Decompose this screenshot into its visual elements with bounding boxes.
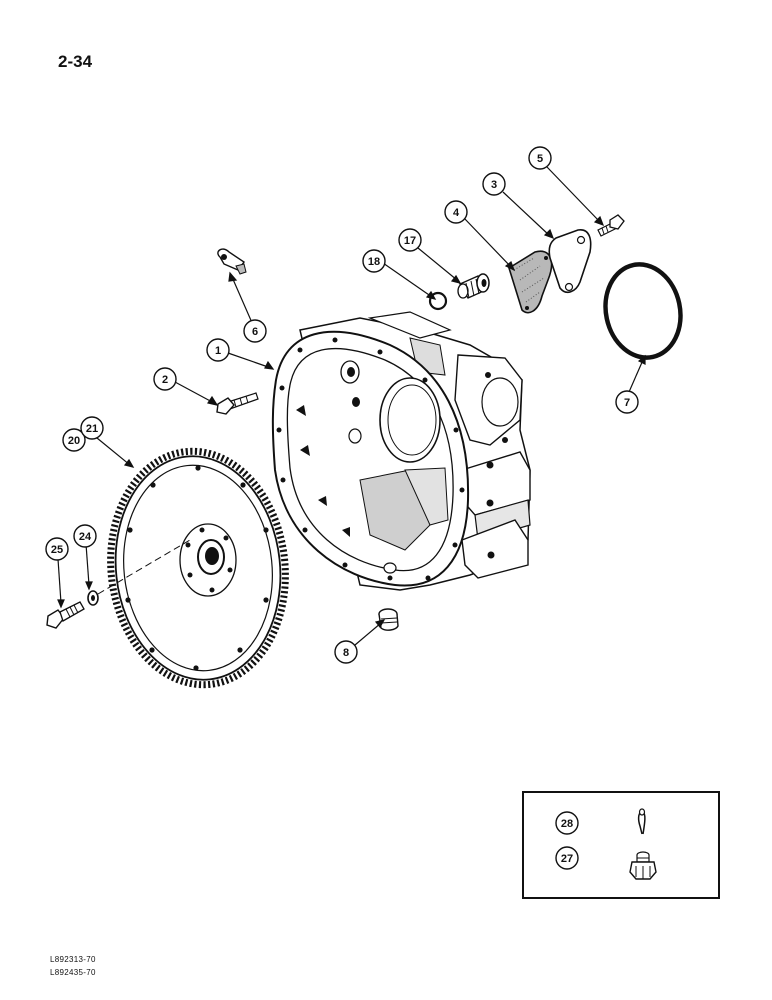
callout-25: 25: [45, 537, 69, 561]
svg-text:4: 4: [453, 207, 460, 219]
plug-part: [378, 608, 399, 631]
figure-reference-1: L892313-70: [50, 955, 96, 964]
washer-part: [87, 590, 99, 606]
svg-text:7: 7: [624, 397, 630, 409]
svg-text:25: 25: [51, 544, 63, 556]
svg-text:27: 27: [561, 853, 573, 865]
callout-3: 3: [482, 172, 506, 196]
callout-7: 7: [615, 390, 639, 414]
flywheel-bolt-part: [46, 601, 85, 629]
cover-bolt-part: [597, 214, 625, 237]
figure-reference-2: L892435-70: [50, 968, 96, 977]
callout-1: 1: [206, 338, 230, 362]
svg-text:21: 21: [86, 423, 98, 435]
callout-28: 28: [555, 811, 579, 835]
callout-2: 2: [153, 367, 177, 391]
gasket-part: [508, 250, 553, 314]
callout-18: 18: [362, 249, 386, 273]
svg-text:20: 20: [68, 435, 80, 447]
leader-lines: [57, 166, 646, 861]
callout-20: 20: [62, 428, 86, 452]
svg-text:8: 8: [343, 647, 349, 659]
flywheel-ring-gear: [97, 447, 289, 689]
svg-text:18: 18: [368, 256, 380, 268]
callout-17: 17: [398, 228, 422, 252]
callout-5: 5: [528, 146, 552, 170]
callout-21: 21: [80, 416, 104, 440]
callout-4: 4: [444, 200, 468, 224]
svg-text:17: 17: [404, 235, 416, 247]
callout-6: 6: [243, 319, 267, 343]
large-o-ring-part: [603, 262, 683, 360]
callout-27: 27: [555, 846, 579, 870]
page-number: 2-34: [58, 52, 93, 71]
svg-text:28: 28: [561, 818, 573, 830]
flywheel-housing: [271, 311, 531, 591]
drain-plug-part: [629, 851, 657, 880]
svg-text:5: 5: [537, 153, 543, 165]
svg-text:6: 6: [252, 326, 258, 338]
small-o-ring-part: [428, 291, 448, 311]
svg-text:24: 24: [79, 531, 92, 543]
lifting-bracket-part: [217, 248, 247, 275]
cover-plate-part: [548, 229, 592, 294]
callout-8: 8: [334, 640, 358, 664]
cotter-pin-part: [637, 808, 646, 835]
inset-box: 28 27: [522, 791, 720, 899]
svg-text:2: 2: [162, 374, 168, 386]
housing-bolt-part: [216, 392, 259, 415]
svg-text:1: 1: [215, 345, 221, 357]
svg-text:3: 3: [491, 179, 497, 191]
fitting-part: [457, 273, 490, 299]
callout-24: 24: [73, 524, 97, 548]
